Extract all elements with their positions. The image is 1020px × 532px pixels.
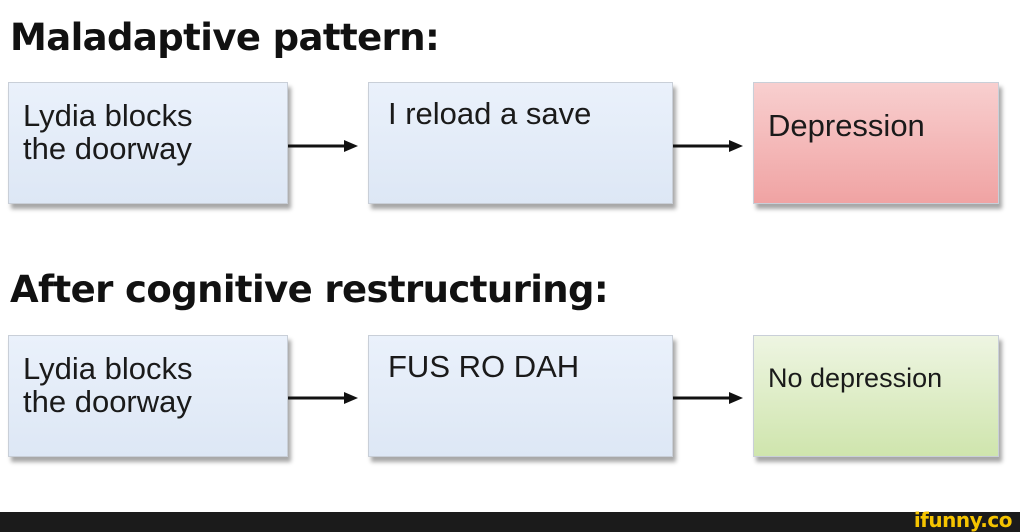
box-trigger-2-line-2: the doorway — [23, 384, 192, 420]
arrow-right-icon — [288, 140, 358, 152]
arrow-right-icon — [288, 392, 358, 404]
box-outcome-2-text: No depression — [768, 363, 943, 393]
arrow-right-icon — [673, 140, 743, 152]
box-trigger-2: Lydia blocks the doorway — [8, 335, 288, 457]
box-trigger-1-line-2: the doorway — [23, 131, 192, 167]
box-outcome-1: Depression — [753, 82, 999, 204]
heading-after-restructuring: After cognitive restructuring: — [10, 268, 609, 311]
footer-bar: ifunny.co — [0, 508, 1020, 532]
box-action-1-text: I reload a save — [388, 96, 592, 131]
box-trigger-1-line-1: Lydia blocks — [23, 98, 193, 133]
box-trigger-2-line-1: Lydia blocks — [23, 351, 193, 386]
box-action-1: I reload a save — [368, 82, 673, 204]
box-outcome-2: No depression — [753, 335, 999, 457]
watermark-logo: ifunny.co — [913, 508, 1013, 532]
box-trigger-1: Lydia blocks the doorway — [8, 82, 288, 204]
box-action-2-text: FUS RO DAH — [388, 349, 580, 384]
box-outcome-1-text: Depression — [768, 108, 925, 143]
heading-maladaptive: Maladaptive pattern: — [10, 16, 440, 59]
arrow-right-icon — [673, 392, 743, 404]
box-action-2: FUS RO DAH — [368, 335, 673, 457]
